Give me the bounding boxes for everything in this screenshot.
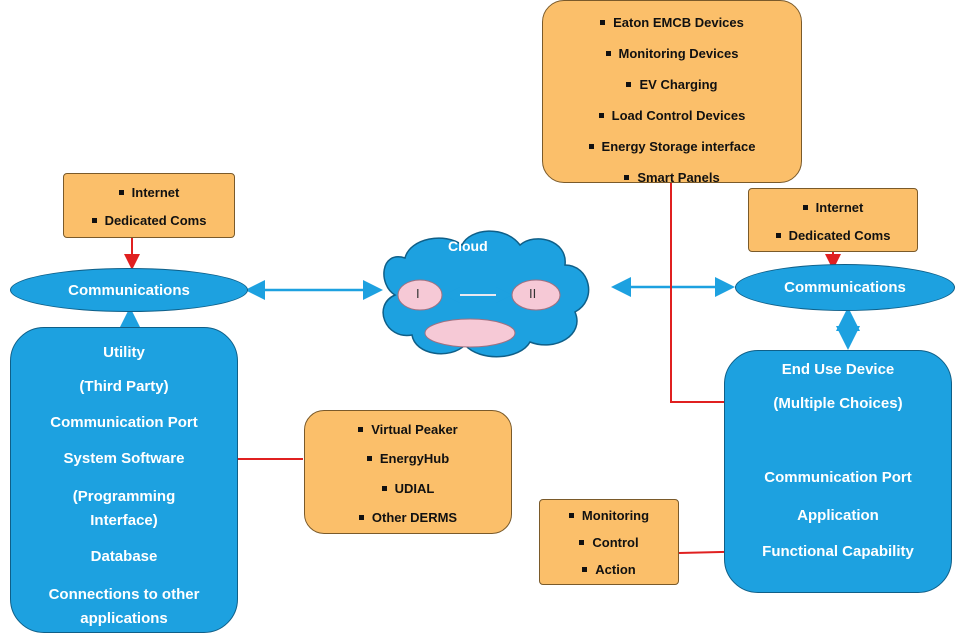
utility-line: Utility (103, 344, 145, 361)
list-item: Action (540, 556, 678, 583)
list-item: Virtual Peaker (305, 415, 511, 443)
list-item: Load Control Devices (543, 100, 801, 131)
end-use-line: Communication Port (764, 469, 912, 486)
list-item: EnergyHub (305, 443, 511, 473)
list-item: Internet (64, 178, 234, 206)
utility-line: applications (80, 610, 168, 627)
end-use-line: (Multiple Choices) (773, 395, 903, 412)
right-coms-box: Internet Dedicated Coms (748, 188, 918, 252)
list-item: Dedicated Coms (749, 221, 917, 249)
list-item: Other DERMS (305, 503, 511, 531)
control-box: Monitoring Control Action (539, 499, 679, 585)
list-item: Internet (749, 193, 917, 221)
utility-line: Connections to other (48, 586, 200, 603)
utility-line: System Software (63, 450, 185, 467)
cloud-node-1: I (416, 286, 420, 301)
utility-line: Communication Port (50, 414, 198, 431)
cloud-label: Cloud (448, 238, 488, 254)
list-item: UDIAL (305, 473, 511, 503)
list-item: Energy Storage interface (543, 131, 801, 162)
end-use-device-box: End Use Device (Multiple Choices) Commun… (724, 350, 952, 593)
list-item: Dedicated Coms (64, 206, 234, 234)
end-use-line: Application (797, 507, 879, 524)
utility-line: Interface) (90, 512, 158, 529)
list-item: Monitoring (540, 502, 678, 529)
list-item: Eaton EMCB Devices (543, 7, 801, 38)
list-item: Monitoring Devices (543, 38, 801, 69)
list-item: Control (540, 529, 678, 556)
utility-line: Database (90, 548, 158, 565)
end-use-line: End Use Device (781, 361, 895, 378)
end-use-line: Functional Capability (762, 543, 914, 560)
utility-line: (Third Party) (79, 378, 169, 395)
list-item: Smart Panels (543, 162, 801, 193)
utility-line: (Programming (72, 488, 176, 505)
right-communications-node: Communications (735, 264, 955, 311)
derms-box: Virtual Peaker EnergyHub UDIAL Other DER… (304, 410, 512, 534)
device-list-box: Eaton EMCB Devices Monitoring Devices EV… (542, 0, 802, 185)
cloud-node-2: II (529, 286, 537, 301)
list-item: EV Charging (543, 69, 801, 100)
left-communications-node: Communications (10, 268, 248, 312)
left-coms-box: Internet Dedicated Coms (63, 173, 235, 238)
utility-box: Utility (Third Party) Communication Port… (10, 327, 238, 633)
